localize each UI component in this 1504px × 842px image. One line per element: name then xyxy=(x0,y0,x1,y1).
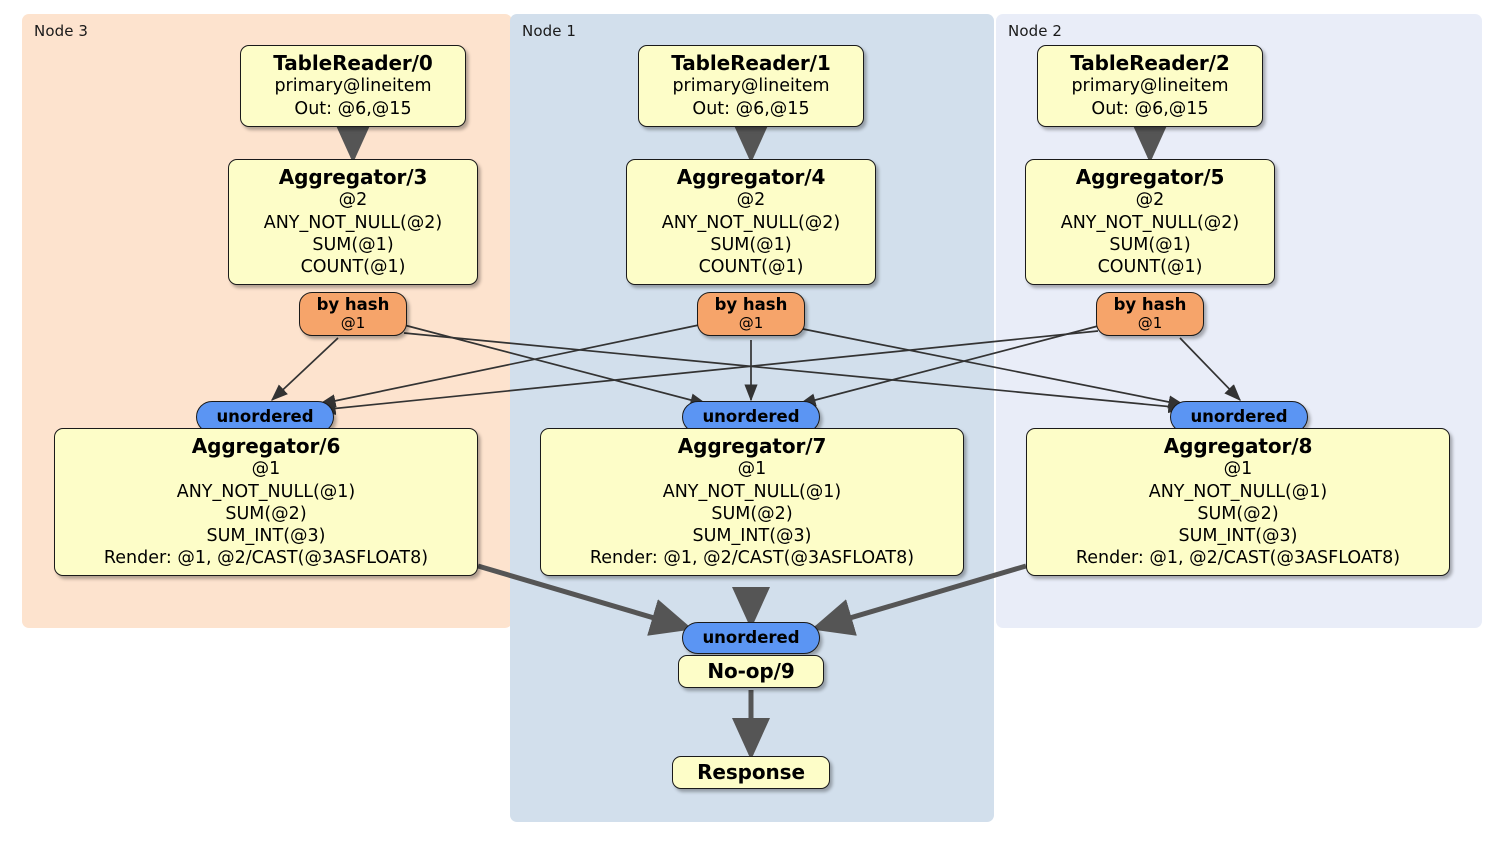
processor-render-line: Render: @1, @2/CAST(@3ASFLOAT8) xyxy=(1075,548,1401,569)
processor-detail-line: SUM(@1) xyxy=(710,234,792,255)
router-label: by hash xyxy=(714,295,788,314)
processor-noop-9[interactable]: No-op/9 xyxy=(678,655,824,689)
processor-detail-line: @1 xyxy=(251,459,281,480)
processor-title: Aggregator/6 xyxy=(191,434,341,458)
processor-title: Aggregator/5 xyxy=(1075,165,1225,189)
processor-detail-line: Out: @6,@15 xyxy=(294,98,412,119)
processor-detail-line: SUM(@2) xyxy=(225,503,307,524)
processor-detail-line: COUNT(@1) xyxy=(1097,257,1203,278)
processor-detail-line: COUNT(@1) xyxy=(698,257,804,278)
processor-detail-line: ANY_NOT_NULL(@1) xyxy=(1148,481,1328,502)
processor-detail-line: ANY_NOT_NULL(@2) xyxy=(661,212,841,233)
router-unordered-right[interactable]: unordered xyxy=(1170,401,1308,433)
processor-tablereader-1[interactable]: TableReader/1 primary@lineitem Out: @6,@… xyxy=(638,45,864,127)
processor-title: TableReader/0 xyxy=(273,51,433,75)
processor-title: Aggregator/8 xyxy=(1163,434,1313,458)
router-by-hash-right[interactable]: by hash @1 xyxy=(1096,292,1204,337)
processor-title: Aggregator/3 xyxy=(278,165,428,189)
processor-aggregator-5[interactable]: Aggregator/5 @2 ANY_NOT_NULL(@2) SUM(@1)… xyxy=(1025,159,1275,286)
node-panel-label-node1: Node 1 xyxy=(522,22,577,40)
processor-detail-line: SUM(@1) xyxy=(312,234,394,255)
processor-aggregator-4[interactable]: Aggregator/4 @2 ANY_NOT_NULL(@2) SUM(@1)… xyxy=(626,159,876,286)
processor-detail-line: primary@lineitem xyxy=(672,76,830,97)
router-label: by hash xyxy=(1113,295,1187,314)
processor-tablereader-2[interactable]: TableReader/2 primary@lineitem Out: @6,@… xyxy=(1037,45,1263,127)
router-column: @1 xyxy=(1137,314,1163,333)
node-panel-label-node3: Node 3 xyxy=(34,22,89,40)
processor-detail-line: SUM_INT(@3) xyxy=(692,526,812,547)
processor-aggregator-7[interactable]: Aggregator/7 @1 ANY_NOT_NULL(@1) SUM(@2)… xyxy=(540,428,964,577)
processor-aggregator-6[interactable]: Aggregator/6 @1 ANY_NOT_NULL(@1) SUM(@2)… xyxy=(54,428,478,577)
processor-detail-line: Out: @6,@15 xyxy=(1091,98,1209,119)
processor-title: Aggregator/7 xyxy=(677,434,827,458)
router-column: @1 xyxy=(340,314,366,333)
processor-detail-line: @2 xyxy=(338,190,368,211)
processor-detail-line: COUNT(@1) xyxy=(300,257,406,278)
processor-detail-line: @1 xyxy=(1223,459,1253,480)
processor-detail-line: ANY_NOT_NULL(@2) xyxy=(263,212,443,233)
processor-detail-line: Out: @6,@15 xyxy=(692,98,810,119)
processor-render-line: Render: @1, @2/CAST(@3ASFLOAT8) xyxy=(103,548,429,569)
processor-detail-line: SUM_INT(@3) xyxy=(1178,526,1298,547)
processor-render-line: Render: @1, @2/CAST(@3ASFLOAT8) xyxy=(589,548,915,569)
processor-detail-line: ANY_NOT_NULL(@1) xyxy=(662,481,842,502)
processor-detail-line: SUM(@2) xyxy=(1197,503,1279,524)
processor-title: TableReader/2 xyxy=(1070,51,1230,75)
processor-detail-line: ANY_NOT_NULL(@1) xyxy=(176,481,356,502)
processor-title: Response xyxy=(697,760,805,784)
processor-detail-line: SUM(@2) xyxy=(711,503,793,524)
router-unordered-center[interactable]: unordered xyxy=(682,401,820,433)
processor-tablereader-0[interactable]: TableReader/0 primary@lineitem Out: @6,@… xyxy=(240,45,466,127)
node-panel-label-node2: Node 2 xyxy=(1008,22,1063,40)
router-by-hash-left[interactable]: by hash @1 xyxy=(299,292,407,337)
processor-response[interactable]: Response xyxy=(672,756,830,790)
processor-detail-line: primary@lineitem xyxy=(1071,76,1229,97)
processor-aggregator-8[interactable]: Aggregator/8 @1 ANY_NOT_NULL(@1) SUM(@2)… xyxy=(1026,428,1450,577)
processor-detail-line: ANY_NOT_NULL(@2) xyxy=(1060,212,1240,233)
router-unordered-left[interactable]: unordered xyxy=(196,401,334,433)
processor-detail-line: @1 xyxy=(737,459,767,480)
router-by-hash-center[interactable]: by hash @1 xyxy=(697,292,805,337)
router-unordered-final[interactable]: unordered xyxy=(682,622,820,654)
processor-title: No-op/9 xyxy=(707,659,795,683)
processor-aggregator-3[interactable]: Aggregator/3 @2 ANY_NOT_NULL(@2) SUM(@1)… xyxy=(228,159,478,286)
processor-detail-line: primary@lineitem xyxy=(274,76,432,97)
processor-title: Aggregator/4 xyxy=(676,165,826,189)
processor-detail-line: @2 xyxy=(736,190,766,211)
processor-detail-line: SUM(@1) xyxy=(1109,234,1191,255)
router-label: by hash xyxy=(316,295,390,314)
processor-title: TableReader/1 xyxy=(671,51,831,75)
router-column: @1 xyxy=(738,314,764,333)
processor-detail-line: SUM_INT(@3) xyxy=(206,526,326,547)
processor-detail-line: @2 xyxy=(1135,190,1165,211)
